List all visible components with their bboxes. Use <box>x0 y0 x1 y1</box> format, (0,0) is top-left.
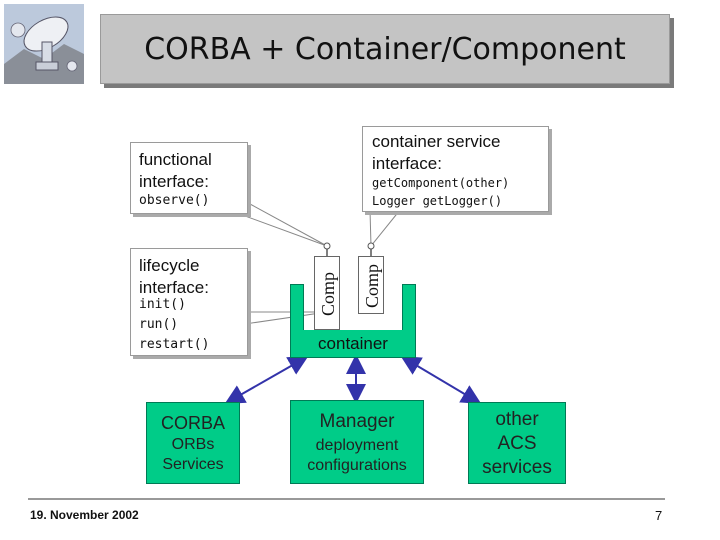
service-pointer <box>369 209 401 248</box>
component-box: Comp <box>314 256 340 330</box>
arrow-corba <box>224 356 309 404</box>
radio-telescope-icon <box>4 4 84 84</box>
arrow-other <box>400 355 482 405</box>
container-service-method: getComponent(other) <box>372 176 510 190</box>
container-service-method: Logger getLogger() <box>372 194 503 208</box>
corba-line: Services <box>162 456 224 473</box>
corba-title: CORBA <box>160 413 225 433</box>
corba-line: ORBs <box>171 436 215 453</box>
title-banner: CORBA + Container/Component <box>100 14 670 84</box>
functional-interface-callout: functional interface: observe() <box>130 142 248 214</box>
container-shape: container <box>290 284 416 358</box>
other-services-box: other ACS services <box>468 402 566 484</box>
manager-line: configurations <box>307 457 407 474</box>
lifecycle-method: init() <box>139 297 186 312</box>
page-number: 7 <box>655 508 663 523</box>
component-label: Comp <box>362 264 382 309</box>
functional-heading: functional interface: <box>139 150 212 191</box>
lifecycle-heading: lifecycle interface: <box>139 256 209 297</box>
manager-box: Manager deployment configurations <box>290 400 424 484</box>
manager-title: Manager <box>319 411 395 432</box>
page-title: CORBA + Container/Component <box>144 31 626 67</box>
manager-line: deployment <box>315 437 399 454</box>
other-line: services <box>482 457 552 478</box>
component-label: Comp <box>318 272 338 317</box>
component-box: Comp <box>358 256 384 314</box>
footer-date: 19. November 2002 <box>30 508 139 522</box>
container-service-callout: container service interface: getComponen… <box>362 126 549 212</box>
lifecycle-method: restart() <box>139 337 210 352</box>
other-title: other <box>495 409 539 430</box>
container-label: container <box>318 334 388 353</box>
lifecycle-interface-callout: lifecycle interface: init() run() restar… <box>130 248 248 356</box>
corba-box: CORBA ORBs Services <box>146 402 240 484</box>
container-service-heading: container service interface: <box>372 132 501 173</box>
lifecycle-method: run() <box>139 317 179 332</box>
functional-method: observe() <box>139 193 210 208</box>
other-line: ACS <box>497 433 537 454</box>
